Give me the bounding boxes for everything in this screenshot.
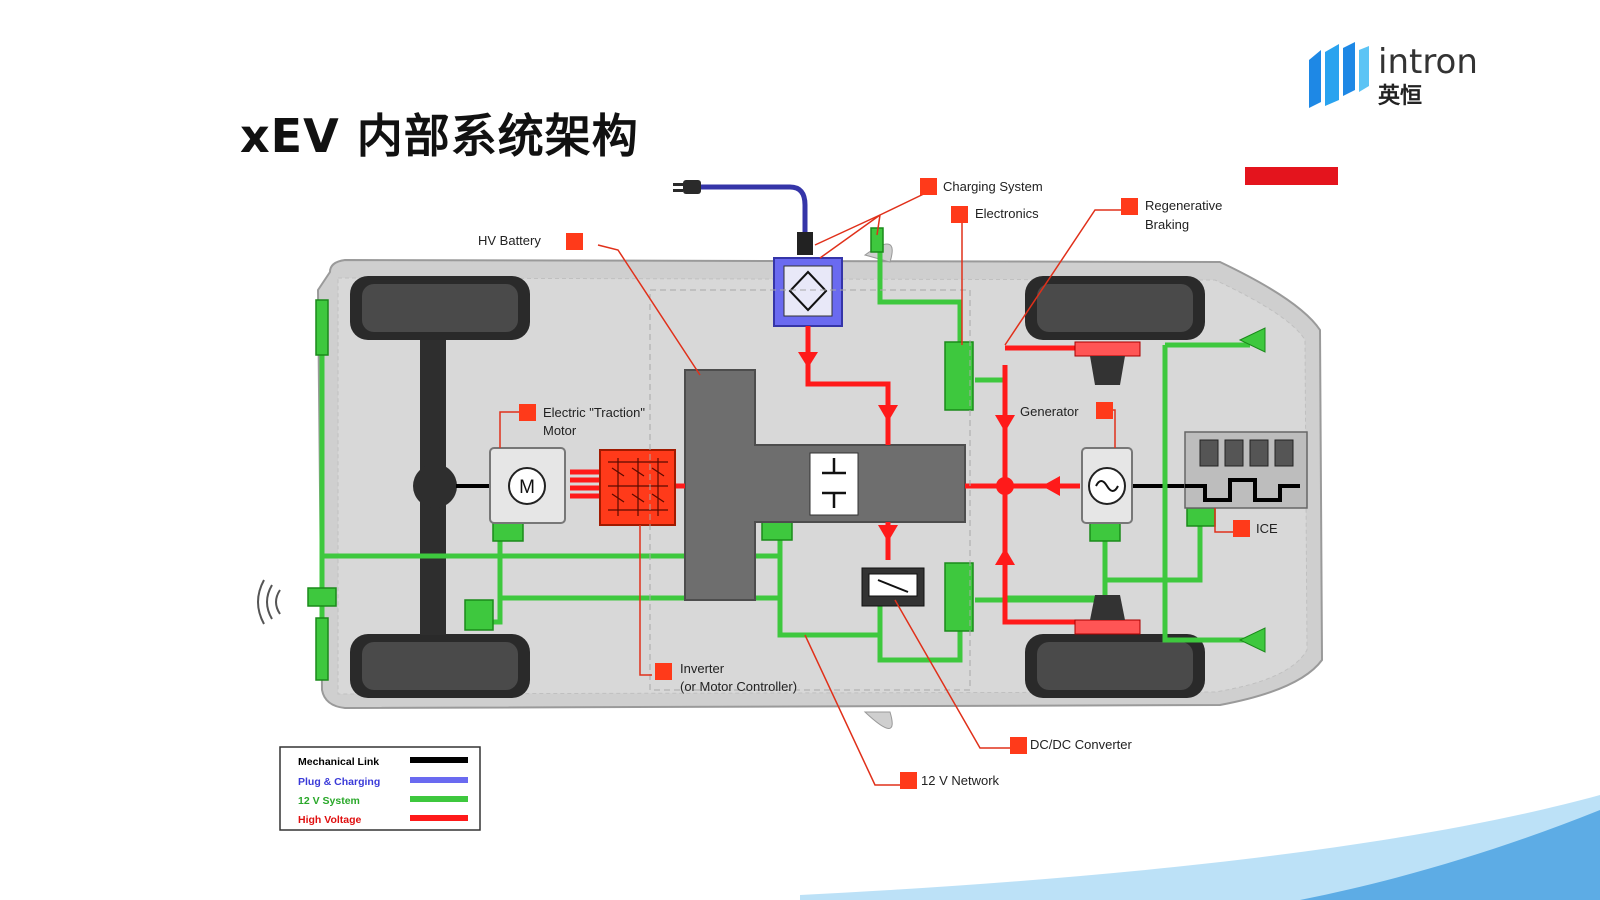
label-hv-battery: HV Battery (478, 233, 541, 248)
callout-markers (519, 178, 1250, 789)
callout-leaders (499, 189, 1235, 786)
label-electronics: Electronics (975, 206, 1039, 221)
wheel-front-left (1025, 276, 1205, 340)
hv-arrows (798, 352, 1060, 565)
crankshaft (1185, 478, 1300, 502)
ac-wave-icon (1095, 480, 1119, 492)
label-inverter-1: Inverter (680, 661, 725, 676)
motor-symbol: M (519, 477, 535, 498)
label-charging-system: Charging System (943, 179, 1043, 194)
regen-brake-front-left (1074, 341, 1141, 385)
charging-connector (797, 232, 813, 255)
corner-swoosh-dark (1300, 810, 1600, 900)
engine-pistons-icon (1199, 439, 1294, 467)
logo-text-cn: 英恒 (1378, 84, 1423, 109)
page-title: xEV 内部系统架构 (240, 109, 639, 163)
legend-label-12v: 12 V System (298, 795, 360, 807)
mirror-bottom (863, 711, 893, 729)
label-traction-motor-2: Motor (543, 423, 577, 438)
battery-symbol-icon (822, 458, 846, 508)
label-generator: Generator (1020, 404, 1079, 419)
corner-swoosh (800, 795, 1600, 900)
accent-bar (1245, 167, 1338, 185)
wheel-rear-left (350, 276, 530, 340)
rectifier-icon (788, 270, 828, 312)
differential (413, 464, 457, 508)
legend-label-charging: Plug & Charging (298, 776, 380, 788)
regen-brake-front-right (1074, 595, 1141, 635)
sensor-waves-icon (257, 579, 281, 625)
label-regen-braking-1: Regenerative (1145, 198, 1222, 213)
legend-label-hv: High Voltage (298, 814, 362, 826)
company-logo: intron 英恒 (1305, 40, 1505, 115)
label-regen-braking-2: Braking (1145, 217, 1189, 232)
cabin-outline (649, 289, 971, 691)
legend-label-mechanical: Mechanical Link (298, 756, 379, 768)
label-traction-motor-1: Electric "Traction" (543, 405, 645, 420)
label-inverter-2: (or Motor Controller) (680, 679, 797, 694)
label-12v-network: 12 V Network (921, 773, 1000, 788)
label-dcdc-converter: DC/DC Converter (1030, 737, 1133, 752)
charging-plug-icon (673, 180, 701, 194)
charging-cable (701, 184, 808, 238)
legend: Mechanical Link Plug & Charging 12 V Sys… (279, 746, 481, 831)
speaker-front-left-icon (1238, 327, 1266, 353)
wheel-rear-right (350, 634, 530, 698)
logo-mark-icon (1309, 42, 1369, 108)
wheel-front-right (1025, 634, 1205, 698)
speaker-front-right-icon (1238, 627, 1266, 653)
logo-text: intron (1378, 42, 1478, 82)
inverter-circuit-icon (608, 458, 668, 516)
dcdc-symbol-icon (877, 579, 909, 593)
label-ice: ICE (1256, 521, 1278, 536)
